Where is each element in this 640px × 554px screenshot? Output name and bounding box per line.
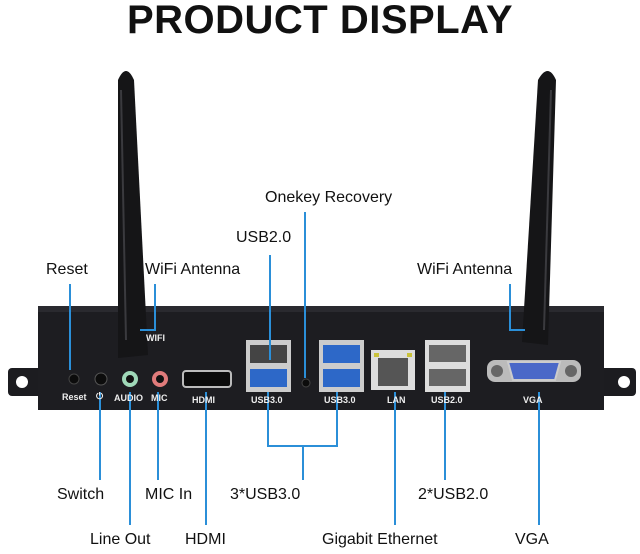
panel-label-mic: MIC — [151, 393, 168, 403]
panel-label-usb30-b: USB3.0 — [324, 395, 356, 405]
callout-onekey-recovery: Onekey Recovery — [265, 189, 393, 206]
callout-usb20-count: 2*USB2.0 — [418, 486, 489, 503]
right-mounting-flange — [596, 368, 636, 396]
power-button — [94, 372, 108, 386]
callout-mic-in: MIC In — [145, 486, 193, 503]
reset-button — [68, 373, 80, 385]
panel-label-audio: AUDIO — [114, 393, 143, 403]
callout-usb20-top: USB2.0 — [236, 229, 292, 246]
callout-line-out: Line Out — [90, 531, 151, 548]
power-icon: ⏻ — [96, 391, 104, 401]
callout-usb30-count: 3*USB3.0 — [230, 486, 301, 503]
page-title: PRODUCT DISPLAY — [126, 0, 514, 42]
leader-lines — [69, 212, 540, 525]
panel-label-usb20: USB2.0 — [431, 395, 463, 405]
callout-wifi-antenna-left: WiFi Antenna — [145, 261, 241, 278]
panel-label-reset: Reset — [62, 392, 87, 402]
panel-label-hdmi: HDMI — [192, 395, 215, 405]
panel-label-wifi: WIFI — [146, 333, 165, 343]
callout-hdmi: HDMI — [185, 531, 226, 548]
onekey-recovery-button — [301, 378, 311, 388]
panel-label-usb30-a: USB3.0 — [251, 395, 283, 405]
callout-vga: VGA — [515, 531, 549, 548]
panel-label-lan: LAN — [387, 395, 406, 405]
right-antenna — [522, 71, 556, 345]
panel-label-vga: VGA — [523, 395, 543, 405]
callout-switch: Switch — [57, 486, 105, 503]
callout-wifi-antenna-right: WiFi Antenna — [417, 261, 513, 278]
hdmi-port — [182, 370, 232, 388]
callout-gigabit-ethernet: Gigabit Ethernet — [322, 531, 438, 548]
callout-reset: Reset — [46, 261, 88, 278]
